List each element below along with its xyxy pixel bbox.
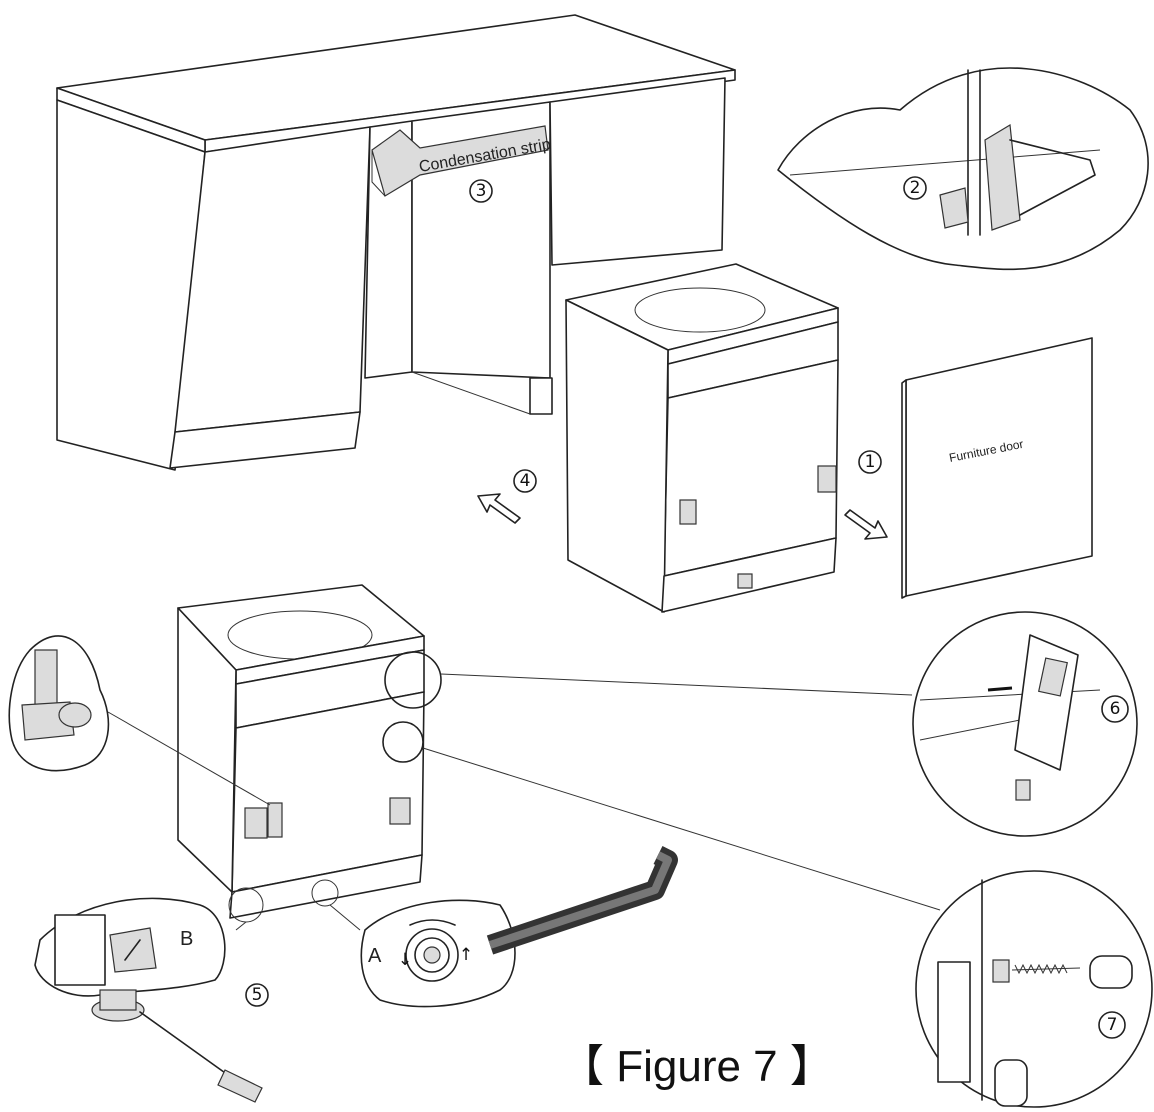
arrow-attach-door-icon [844,509,888,540]
foot-detail [8,635,110,772]
hex-key-icon [486,846,678,955]
step-5-number: 5 [252,985,263,1005]
step-6-number: 6 [1110,699,1121,719]
step-1-marker: 1 [858,450,882,474]
arrow-push-in-icon [477,493,521,524]
dishwasher-lower [177,584,425,919]
svg-text:↑: ↑ [459,945,473,965]
step-4-number: 4 [520,471,531,491]
callout-a-label: A [368,945,382,967]
dishwasher-upper [565,263,839,613]
step-4-marker: 4 [513,469,537,493]
zoom-circle-6 [384,651,442,709]
zoom-circle-a [311,879,339,907]
detail-b: B 5 [34,897,269,1103]
zoom-circle-7 [382,721,424,763]
kitchen-cabinet [56,14,736,471]
detail-a: ↓ ↑ A [360,899,516,1008]
step-3-number: 3 [476,181,487,201]
step-1-number: 1 [865,452,876,472]
detail-6: 6 [912,611,1138,837]
detail-7: 7 [915,870,1153,1108]
figure-caption: 【 Figure 7 】 [560,1042,834,1091]
step-7-number: 7 [1107,1015,1118,1035]
svg-text:↓: ↓ [398,950,412,970]
step-2-number: 2 [910,178,921,198]
furniture-door-panel: Furniture door [901,337,1093,599]
callout-b-label: B [180,928,193,950]
step-3-marker: 3 [469,179,493,203]
hinge-detail-2: 2 [777,67,1149,271]
